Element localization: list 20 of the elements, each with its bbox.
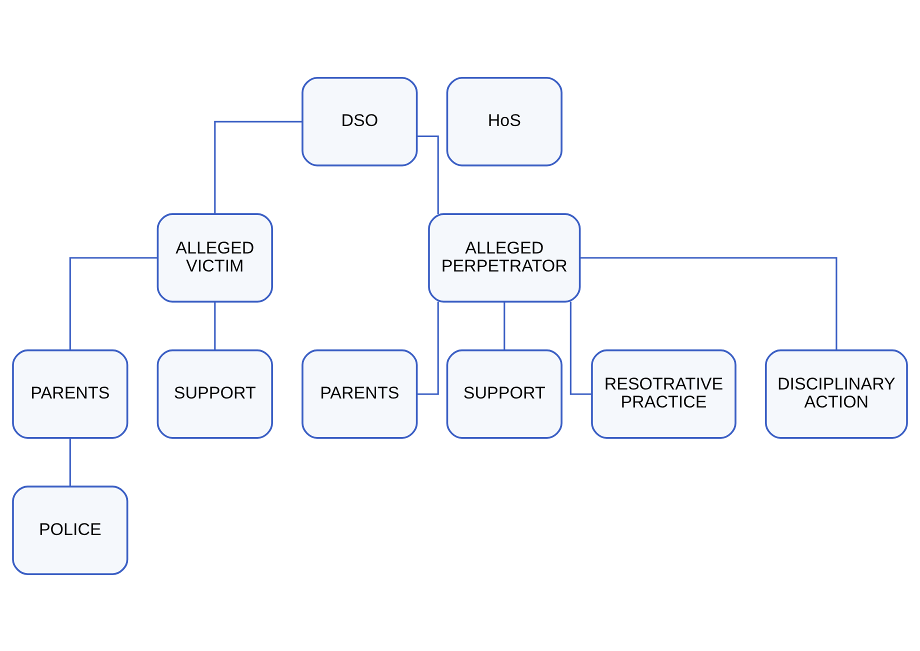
node-box: DSO	[302, 76, 418, 166]
node-box: POLICE	[12, 485, 128, 575]
connector	[214, 120, 302, 214]
node-box: ALLEGED PERPETRATOR	[428, 212, 581, 302]
connector	[570, 301, 592, 394]
connector	[69, 256, 158, 350]
node-box: DISCIPLINARY ACTION	[765, 348, 908, 438]
node-box: ALLEGED VICTIM	[156, 212, 273, 302]
node-box: HoS	[446, 76, 562, 166]
node-box: RESOTRATIVE PRACTICE	[591, 348, 736, 438]
connector	[214, 301, 216, 350]
connector	[417, 301, 439, 394]
connector	[69, 437, 71, 486]
connector	[580, 256, 838, 350]
connector	[504, 301, 506, 350]
connector	[417, 134, 439, 214]
node-box: SUPPORT	[446, 348, 562, 438]
node-box: PARENTS	[302, 348, 418, 438]
node-box: SUPPORT	[156, 348, 273, 438]
node-box: PARENTS	[12, 348, 128, 438]
